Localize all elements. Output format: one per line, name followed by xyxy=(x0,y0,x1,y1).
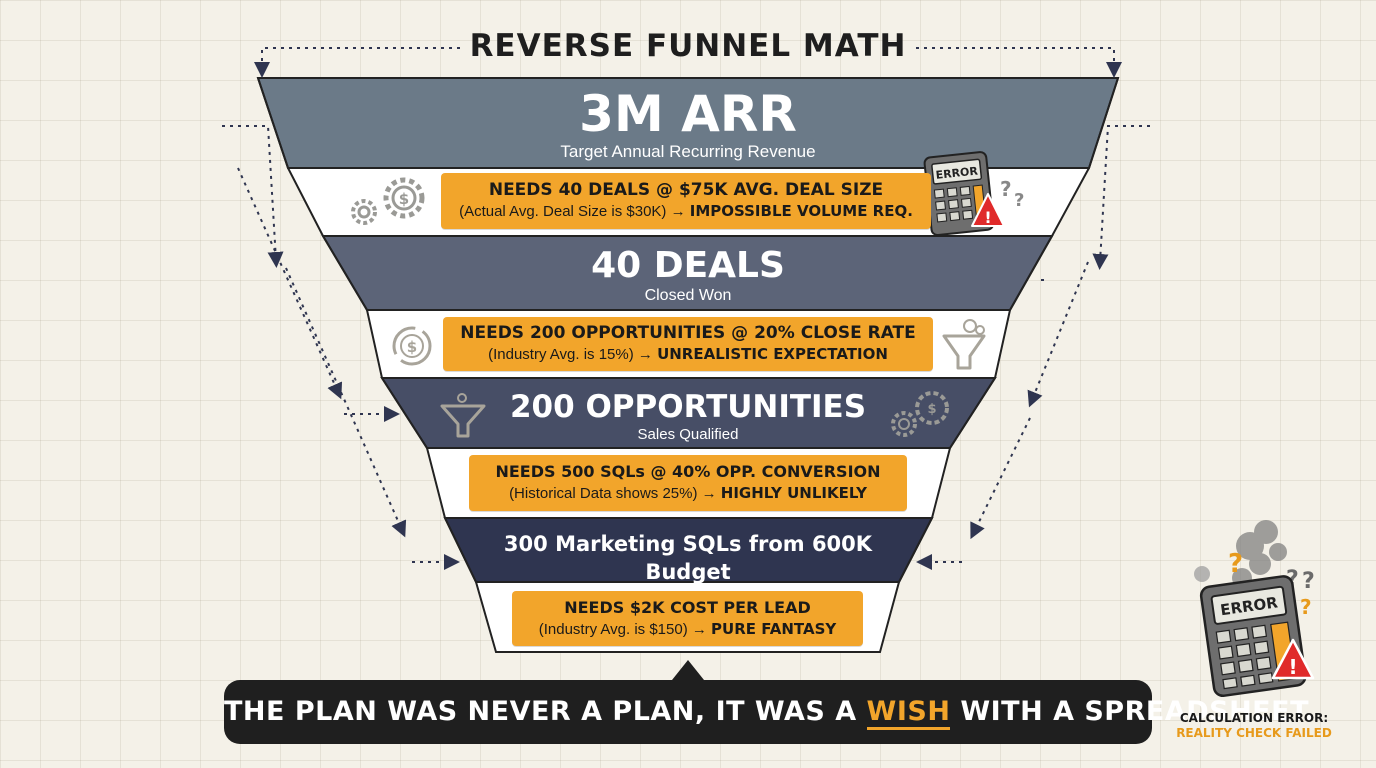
stage-headline: 3M ARR xyxy=(579,85,797,143)
funnel-icon xyxy=(942,319,986,370)
stage-headline: 300 Marketing SQLs from 600K Budget xyxy=(503,532,873,584)
banner-text-before: THE PLAN WAS NEVER A PLAN, IT WAS A xyxy=(224,696,867,727)
callout-4: NEEDS $2K COST PER LEAD (Industry Avg. i… xyxy=(512,591,863,646)
callout-3: NEEDS 500 SQLs @ 40% OPP. CONVERSION (Hi… xyxy=(469,455,907,511)
banner-pointer xyxy=(672,660,704,680)
page-title: REVERSE FUNNEL MATH xyxy=(469,28,907,64)
error-caption: CALCULATION ERROR: REALITY CHECK FAILED xyxy=(1168,711,1340,741)
conclusion-banner: THE PLAN WAS NEVER A PLAN, IT WAS A WISH… xyxy=(224,680,1315,744)
svg-text:?: ? xyxy=(1014,190,1024,211)
guide-arrow-left-2 xyxy=(237,167,343,400)
guide-arrow-right-2 xyxy=(1027,261,1089,408)
stage-3-label: 200 OPPORTUNITIES Sales Qualified xyxy=(488,388,888,444)
svg-text:?: ? xyxy=(1228,549,1243,579)
callout-detail: (Actual Avg. Deal Size is $30K) → IMPOSS… xyxy=(459,202,913,220)
svg-text:!: ! xyxy=(1288,655,1297,679)
stage-subtitle: Target Annual Recurring Revenue xyxy=(560,142,816,161)
svg-text:$: $ xyxy=(927,402,936,417)
callout-detail: (Historical Data shows 25%) → HIGHLY UNL… xyxy=(509,484,867,502)
warning-icon: ! xyxy=(971,193,1005,227)
callout-headline: NEEDS 200 OPPORTUNITIES @ 20% CLOSE RATE xyxy=(460,323,916,343)
callout-1: NEEDS 40 DEALS @ $75K AVG. DEAL SIZE (Ac… xyxy=(441,173,931,229)
svg-text:?: ? xyxy=(1000,177,1012,201)
warning-icon: ! xyxy=(1271,638,1315,680)
callout-detail: (Industry Avg. is $150) → PURE FANTASY xyxy=(538,620,837,638)
gear-dollar-icon: $ xyxy=(891,391,949,437)
stage-subtitle: Closed Won xyxy=(644,287,732,304)
callout-headline: NEEDS 40 DEALS @ $75K AVG. DEAL SIZE xyxy=(488,180,884,200)
error-caption-title: CALCULATION ERROR: xyxy=(1179,711,1329,725)
error-caption-subtitle: REALITY CHECK FAILED xyxy=(1176,726,1332,740)
callout-detail: (Industry Avg. is 15%) → UNREALISTIC EXP… xyxy=(488,345,888,363)
callout-headline: NEEDS 500 SQLs @ 40% OPP. CONVERSION xyxy=(495,462,881,481)
guide-arrow-left xyxy=(254,47,460,78)
funnel-icon xyxy=(440,393,486,438)
calculator-error-label: ERROR xyxy=(935,164,979,181)
stage-headline: 200 OPPORTUNITIES xyxy=(509,389,867,425)
gear-dollar-icon: $ xyxy=(351,177,425,225)
calculator-error-icon: ERROR xyxy=(923,151,995,236)
guide-arrow-right xyxy=(916,47,1122,78)
svg-text:!: ! xyxy=(984,208,991,227)
stage-1-label: 3M ARR Target Annual Recurring Revenue xyxy=(428,86,948,162)
question-marks-icon: ? ? xyxy=(1000,177,1024,211)
guide-arrow-right-1 xyxy=(1092,125,1150,270)
funnel-outline xyxy=(257,77,1119,653)
guide-arrow-right-3 xyxy=(970,417,1031,540)
svg-text:?: ? xyxy=(1302,569,1315,594)
svg-text:?: ? xyxy=(1300,595,1312,619)
guide-arrow-left-1 xyxy=(222,125,284,268)
banner-text-after: WITH A SPREADSHEET. xyxy=(950,696,1316,727)
callout-2: NEEDS 200 OPPORTUNITIES @ 20% CLOSE RATE… xyxy=(443,317,933,371)
svg-text:$: $ xyxy=(407,338,417,356)
stage-subtitle: Sales Qualified xyxy=(637,426,739,443)
stage-headline: 40 DEALS xyxy=(591,245,785,286)
callout-headline: NEEDS $2K COST PER LEAD xyxy=(564,598,811,617)
dollar-cycle-icon: $ xyxy=(392,326,432,366)
stage-2-label: 40 DEALS Closed Won xyxy=(488,246,888,306)
banner-highlight: WISH xyxy=(866,696,951,730)
svg-text:$: $ xyxy=(399,190,409,208)
